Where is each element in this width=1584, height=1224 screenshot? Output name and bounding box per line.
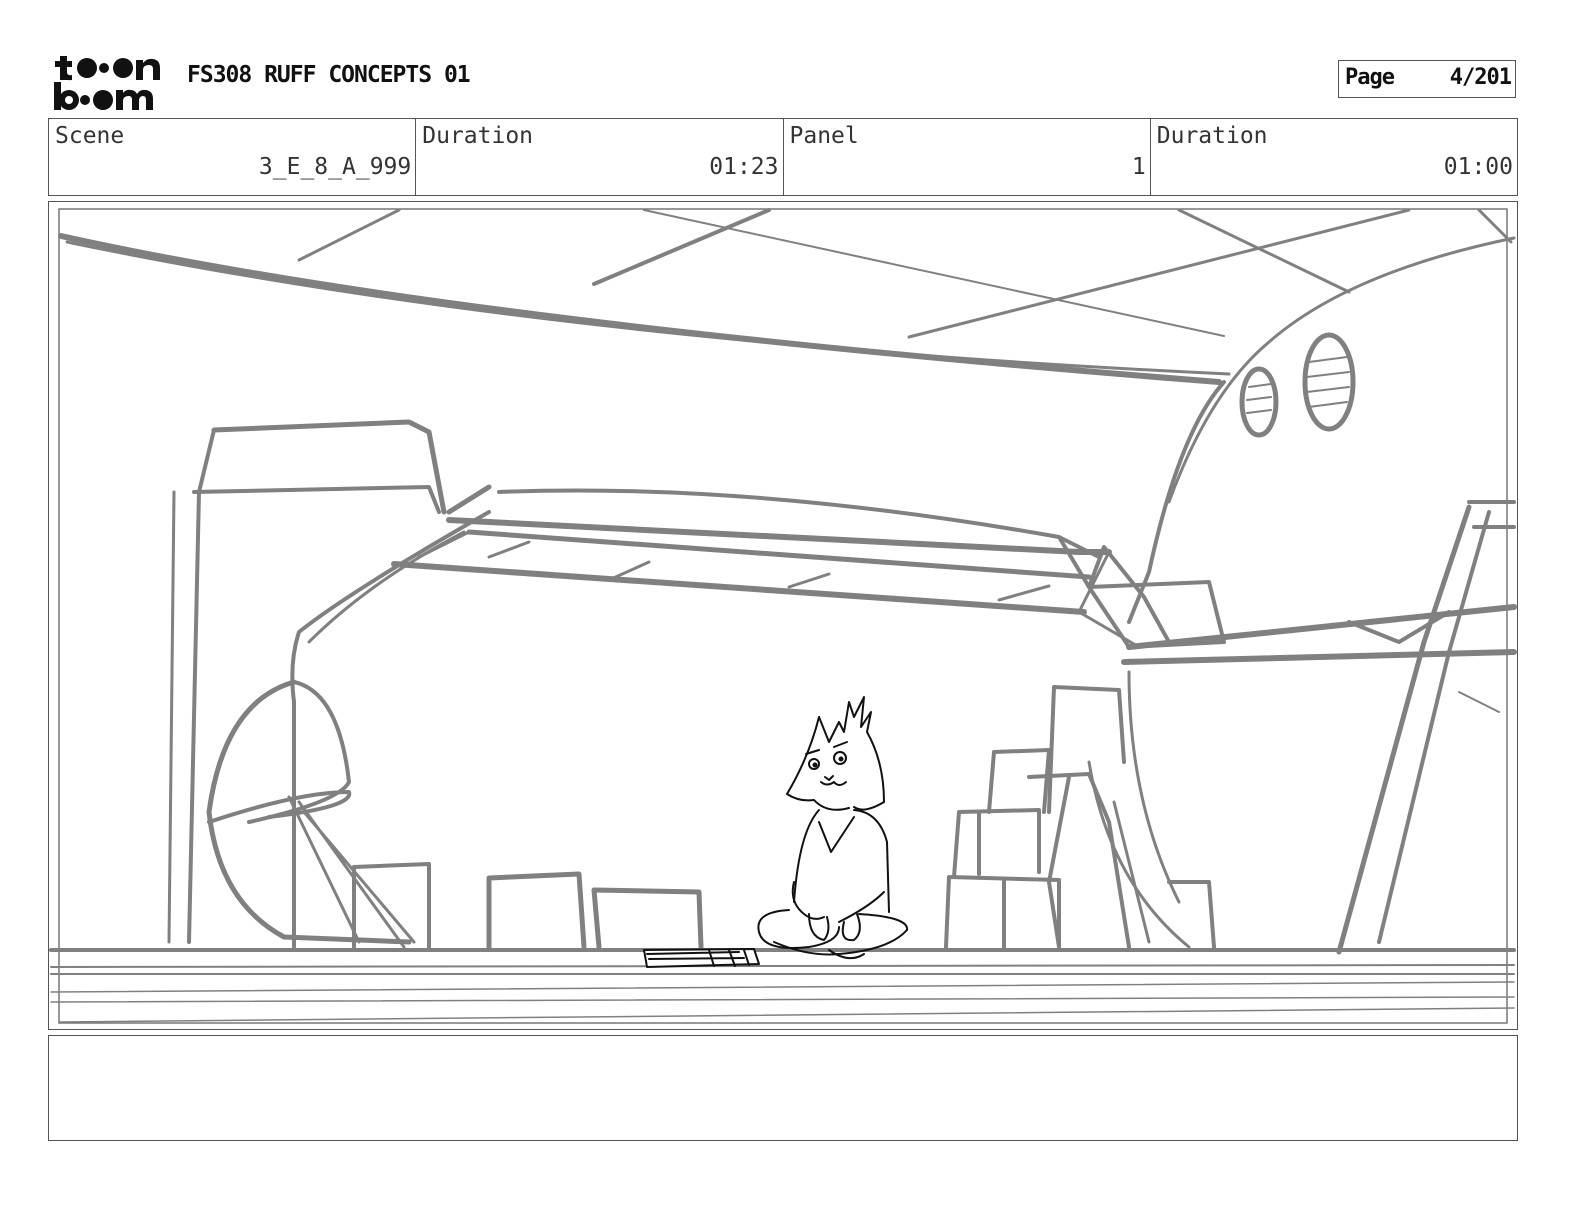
panel-value: 1	[1131, 154, 1146, 180]
safe-area-border	[58, 208, 1508, 1024]
panel-cell: Panel 1	[784, 119, 1151, 195]
storyboard-title: FS308 RUFF CONCEPTS 01	[187, 62, 471, 88]
panel-duration-label: Duration	[1156, 123, 1268, 149]
scene-value: 3_E_8_A_999	[258, 154, 412, 180]
scene-duration-label: Duration	[422, 123, 534, 149]
page-indicator: Page 4/201	[1338, 60, 1516, 98]
scene-cell: Scene 3_E_8_A_999	[49, 119, 417, 195]
toon-boom-logo	[52, 50, 164, 112]
panel-label: Panel	[789, 123, 859, 149]
panel-notes-box	[48, 1035, 1518, 1141]
character-drawing	[643, 696, 908, 968]
page-label: Page	[1345, 65, 1395, 90]
storyboard-panel-frame	[48, 201, 1518, 1030]
scene-duration-value: 01:23	[709, 154, 779, 180]
panel-info-row: Scene 3_E_8_A_999 Duration 01:23 Panel 1…	[48, 118, 1518, 196]
panel-duration-value: 01:00	[1443, 154, 1513, 180]
panel-sketch	[49, 208, 1517, 1024]
scene-label: Scene	[55, 123, 125, 149]
scene-duration-cell: Duration 01:23	[416, 119, 784, 195]
background-sketch	[49, 208, 1517, 1023]
page-number: 4/201	[1449, 65, 1512, 90]
panel-duration-cell: Duration 01:00	[1151, 119, 1517, 195]
